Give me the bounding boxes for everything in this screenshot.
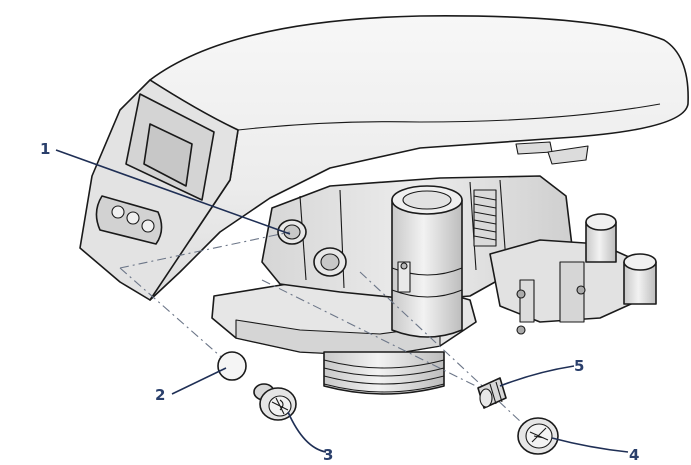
callout-3: 3: [323, 446, 333, 464]
callout-1: 1: [40, 140, 50, 158]
spring-coil: [473, 189, 497, 247]
assembly-axes: [119, 231, 537, 437]
display-panel: [125, 93, 215, 201]
part-4-cap: [517, 417, 559, 455]
piston-housing: [391, 185, 463, 338]
callout-labels: 1 2 3 4 5: [40, 140, 639, 464]
part-3-connector: [253, 383, 297, 421]
port-sockets: [277, 219, 347, 277]
threaded-neck: [323, 351, 445, 395]
part-2-plug: [217, 351, 247, 381]
controller-cover: [79, 15, 689, 301]
leader-lines: [55, 149, 629, 453]
callout-4: 4: [629, 446, 639, 464]
callout-5: 5: [574, 357, 584, 375]
callout-2: 2: [155, 386, 165, 404]
bypass-pipes: [489, 213, 657, 335]
button-pod: [95, 195, 163, 245]
part-5-fitting: [477, 377, 507, 409]
